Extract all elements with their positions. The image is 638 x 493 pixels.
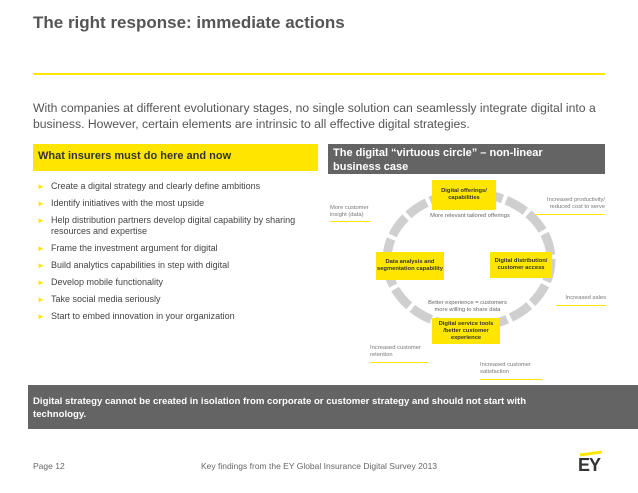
list-item-text: Take social media seriously: [51, 294, 161, 304]
note-sales: Increased sales: [565, 295, 606, 301]
list-item-text: Identify initiatives with the most upsid…: [51, 198, 205, 208]
list-item: ► Build analytics capabilities in step wi…: [37, 260, 322, 271]
arrow-icon: ►: [37, 244, 45, 253]
actions-list: ► Create a digital strategy and clearly d…: [37, 181, 322, 328]
connector-line: [535, 214, 605, 215]
left-header-label: What insurers must do here and now: [38, 150, 232, 162]
connector-line: [480, 379, 542, 380]
box-digital-service-tools: Digital service tools /better customer e…: [432, 318, 500, 344]
list-item: ► Develop mobile functionality: [37, 277, 322, 288]
label-relevant-offerings: More relevant tailored offerings: [430, 213, 510, 219]
list-item: ► Start to embed innovation in your organ…: [37, 311, 322, 322]
list-item-text: Build analytics capabilities in step wit…: [51, 260, 230, 270]
page-title: The right response: immediate actions: [33, 13, 345, 32]
list-item-text: Develop mobile functionality: [51, 277, 164, 287]
note-retention: Increased customer retention: [370, 345, 421, 358]
list-item: ► Create a digital strategy and clearly d…: [37, 181, 322, 192]
arrow-icon: ►: [37, 182, 45, 191]
arrow-icon: ►: [37, 295, 45, 304]
footer-source: Key findings from the EY Global Insuranc…: [200, 461, 438, 471]
box-digital-distribution: Digital distribution/ customer access: [490, 252, 552, 278]
arrow-icon: ►: [37, 312, 45, 321]
connector-line: [330, 221, 370, 222]
list-item: ► Frame the investment argument for digit…: [37, 243, 322, 254]
list-item: ► Help distribution partners develop digi…: [37, 215, 322, 237]
arrow-icon: ►: [37, 278, 45, 287]
box-data-analysis: Data analysis and segmentation capabilit…: [376, 252, 444, 280]
list-item-text: Help distribution partners develop digit…: [51, 215, 296, 236]
note-satisfaction: Increased customer satisfaction: [480, 362, 531, 375]
ey-logo: EY: [578, 450, 602, 476]
note-productivity: Increased productivity/ reduced cost to …: [547, 197, 605, 210]
label-better-experience: Better experience = customers more willi…: [428, 300, 507, 313]
list-item-text: Create a digital strategy and clearly de…: [51, 181, 261, 191]
connector-line: [556, 305, 606, 306]
title-rule: [33, 73, 605, 75]
list-item: ► Take social media seriously: [37, 294, 322, 305]
footer-banner-text: Digital strategy cannot be created in is…: [33, 396, 527, 420]
arrow-icon: ►: [37, 261, 45, 270]
right-header-label: The digital “virtuous circle” – non-line…: [333, 147, 543, 173]
box-digital-offerings: Digital offerings/ capabilities: [432, 180, 496, 210]
intro-text: With companies at different evolutionary…: [33, 101, 596, 131]
arrow-icon: ►: [37, 199, 45, 208]
left-header: What insurers must do here and now: [33, 144, 318, 171]
connector-line: [370, 362, 428, 363]
footer-banner: Digital strategy cannot be created in is…: [28, 385, 638, 429]
page-number: Page 12: [33, 461, 65, 471]
note-more-insight: More customer insight (data): [330, 205, 369, 218]
right-header: The digital “virtuous circle” – non-line…: [328, 144, 605, 174]
arrow-icon: ►: [37, 216, 45, 225]
list-item-text: Start to embed innovation in your organi…: [51, 311, 235, 321]
list-item: ► Identify initiatives with the most upsi…: [37, 198, 322, 209]
list-item-text: Frame the investment argument for digita…: [51, 243, 218, 253]
